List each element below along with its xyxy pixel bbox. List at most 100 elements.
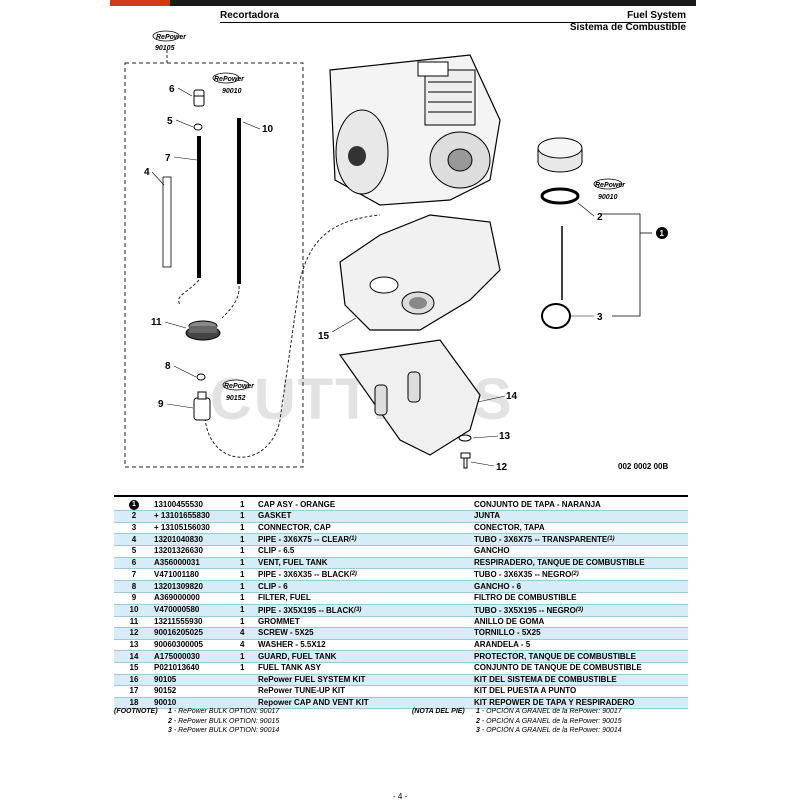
part-cap-orange <box>537 137 583 173</box>
cell-en: GASKET <box>258 511 474 523</box>
part-grommet <box>185 320 221 341</box>
es-text: TUBO - 3X6X35 -- NEGRO <box>474 570 572 580</box>
part-connector-cap <box>541 226 571 329</box>
en-text: PIPE - 3X5X195 -- BLACK <box>258 605 355 615</box>
cell-es: KIT REPOWER DE TAPA Y RESPIRADERO <box>474 697 688 709</box>
part-text: 90105 <box>154 674 177 684</box>
section-title-es: Recortadora <box>220 10 279 21</box>
part-text: + 13105156030 <box>154 522 210 532</box>
callout-10: 10 <box>262 124 274 135</box>
part-text: 13201326630 <box>154 546 203 556</box>
cell-ref: 1 <box>114 499 154 511</box>
repower-badge-90105: RePower 90105 <box>152 30 187 52</box>
kit-number: 90105 <box>155 45 175 52</box>
part-pipe-clear <box>162 176 172 268</box>
cell-es: TUBO - 3X5X195 -- NEGRO(3) <box>474 604 688 616</box>
part-text: P021013640 <box>154 663 200 673</box>
cell-ref: 8 <box>114 581 154 593</box>
cell-part: 90152 <box>154 686 240 698</box>
exploded-parts-diagram: RePower 90105 RePower 90010 RePower 9001… <box>124 30 668 473</box>
header-rule <box>220 22 686 23</box>
cell-es: TORNILLO - 5X25 <box>474 628 688 640</box>
cell-part: 13211555930 <box>154 616 240 628</box>
en-text: VENT, FUEL TANK <box>258 558 328 568</box>
qty-text: 1 <box>240 663 245 673</box>
cell-en: RePower TUNE-UP KIT <box>258 686 474 698</box>
brand-logo <box>110 0 170 6</box>
part-gasket <box>540 187 580 205</box>
cell-en: VENT, FUEL TANK <box>258 557 474 569</box>
part-text: 13201309820 <box>154 581 203 591</box>
cell-en: FILTER, FUEL <box>258 592 474 604</box>
cell-en: GROMMET <box>258 616 474 628</box>
ref-text: 7 <box>131 569 137 579</box>
cell-qty: 1 <box>240 616 258 628</box>
qty-text: 1 <box>240 593 245 603</box>
cell-part: A369000000 <box>154 592 240 604</box>
en-text: GASKET <box>258 511 292 521</box>
es-text: CONJUNTO DE TANQUE DE COMBUSTIBLE <box>474 663 642 673</box>
qty-text: 1 <box>240 522 245 532</box>
kit-boundary-box <box>124 62 304 468</box>
part-vent <box>193 89 205 107</box>
ref-text: 17 <box>129 686 139 696</box>
qty-text: 4 <box>240 640 245 650</box>
footnote-number: 2 <box>475 717 480 725</box>
cell-es: KIT DEL SISTEMA DE COMBUSTIBLE <box>474 674 688 686</box>
es-text: KIT DEL SISTEMA DE COMBUSTIBLE <box>474 674 617 684</box>
cell-part: A175000030 <box>154 651 240 663</box>
cell-ref: 13 <box>114 639 154 651</box>
repower-label: RePower <box>224 383 255 390</box>
cell-es: GANCHO - 6 <box>474 581 688 593</box>
cell-en: RePower FUEL SYSTEM KIT <box>258 674 474 686</box>
en-text: CLIP - 6.5 <box>258 546 295 556</box>
cell-en: CLIP - 6 <box>258 581 474 593</box>
footnote-text: - OPCIÓN A GRANEL de la RePower: 90014 <box>481 727 622 734</box>
cell-es: TUBO - 3X6X75 -- TRANSPARENTE(1) <box>474 534 688 546</box>
header-bar <box>110 0 696 6</box>
repower-label: RePower <box>214 76 245 83</box>
part-screw <box>460 452 471 469</box>
cell-es: CONJUNTO DE TANQUE DE COMBUSTIBLE <box>474 662 688 674</box>
es-text: KIT REPOWER DE TAPA Y RESPIRADERO <box>474 698 635 708</box>
footnote-text: - RePower BULK OPTION: 90017 <box>173 708 280 715</box>
table-top-rule <box>114 495 688 497</box>
cell-qty: 1 <box>240 581 258 593</box>
routing-line <box>178 279 240 319</box>
ref-text: 2 <box>131 511 137 521</box>
en-text: PIPE - 3X6X75 -- CLEAR <box>258 535 350 545</box>
title-sistema-combustible: Sistema de Combustible <box>569 22 686 33</box>
cell-ref: 10 <box>114 604 154 616</box>
cell-en: SCREW - 5X25 <box>258 628 474 640</box>
part-text: 90060300005 <box>154 640 203 650</box>
cell-qty: 1 <box>240 592 258 604</box>
en-text: SCREW - 5X25 <box>258 628 314 638</box>
cell-es: JUNTA <box>474 511 688 523</box>
cell-es: PROTECTOR, TANQUE DE COMBUSTIBLE <box>474 651 688 663</box>
cell-qty: 1 <box>240 499 258 511</box>
en-text: GUARD, FUEL TANK <box>258 651 337 661</box>
cell-part: 13201309820 <box>154 581 240 593</box>
cell-ref: 5 <box>114 546 154 558</box>
cell-part: 90060300005 <box>154 639 240 651</box>
es-text: ARANDELA - 5 <box>474 640 531 650</box>
callout-5: 5 <box>167 116 173 127</box>
ref-text: 3 <box>131 522 137 532</box>
fuel-tank <box>339 214 501 331</box>
part-text: V470000580 <box>154 605 200 615</box>
qty-text: 1 <box>240 581 245 591</box>
es-text: RESPIRADERO, TANQUE DE COMBUSTIBLE <box>474 558 645 568</box>
cell-ref: 2 <box>114 511 154 523</box>
ref-text: 6 <box>131 558 137 568</box>
repower-label: RePower <box>595 182 626 189</box>
cell-qty: 1 <box>240 557 258 569</box>
callout-15: 15 <box>318 331 330 342</box>
en-text: FUEL TANK ASY <box>258 663 321 673</box>
